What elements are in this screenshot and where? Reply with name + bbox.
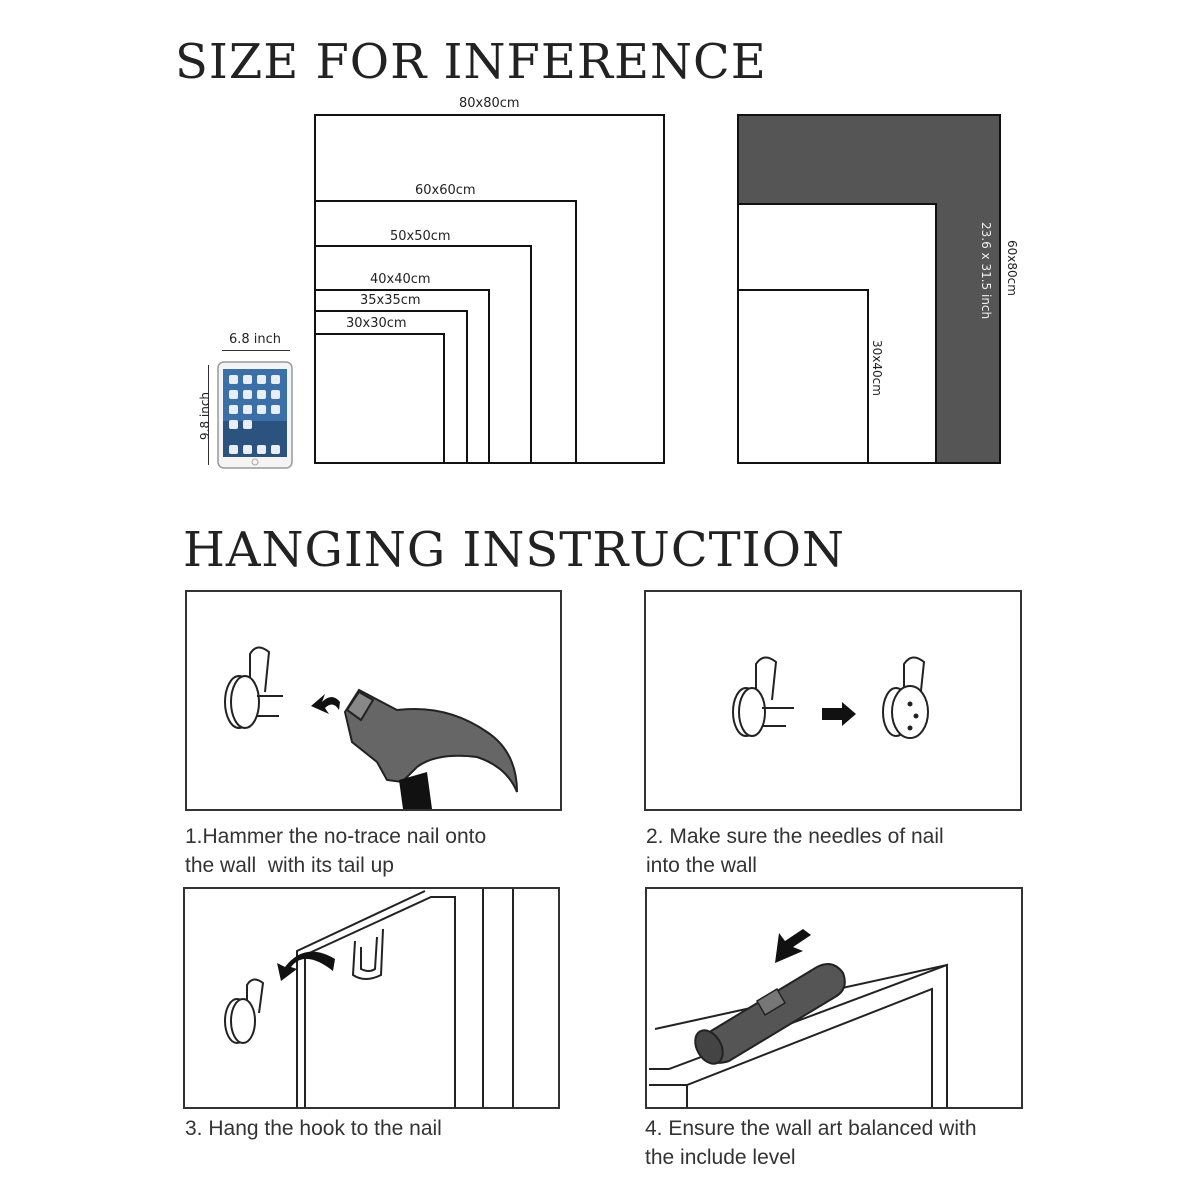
step-2-panel [644,590,1022,811]
tablet-icon [217,361,293,469]
step-2-caption-line1: 2. Make sure the needles of nail [646,822,1066,851]
label-60x60: 60x60cm [415,183,476,198]
squares-baseline [314,462,665,464]
label-40x40: 40x40cm [370,272,431,287]
label-60x80cm: 60x80cm [1005,240,1019,296]
label-30x30: 30x30cm [346,316,407,331]
step-4-caption: 4. Ensure the wall art balanced with the… [645,1114,1065,1172]
level-icon [647,889,1021,1107]
step-3-panel [183,887,560,1109]
label-23-6x31-5-inch: 23.6 x 31.5 inch [979,222,993,319]
step-1-caption: 1.Hammer the no-trace nail onto the wall… [185,822,605,880]
step-4-panel [645,887,1023,1109]
square-30x30 [314,333,445,464]
step-3-caption: 3. Hang the hook to the nail [185,1114,605,1143]
step-2-caption: 2. Make sure the needles of nail into th… [646,822,1066,880]
step-1-caption-line1: 1.Hammer the no-trace nail onto [185,822,605,851]
hammer-icon [187,592,560,809]
label-35x35: 35x35cm [360,293,421,308]
step-4-caption-line1: 4. Ensure the wall art balanced with [645,1114,1065,1143]
step-1-caption-line2: the wall with its tail up [185,851,605,880]
frame-icon [185,889,558,1107]
size-section-title: SIZE FOR INFERENCE [175,34,767,90]
tablet-width-dimension-line [222,350,290,351]
label-80x80: 80x80cm [459,96,520,111]
rect-30x40 [737,289,869,464]
step-1-panel [185,590,562,811]
label-30x40cm: 30x40cm [870,340,884,396]
hook-icon [646,592,1020,809]
rect-baseline [737,462,1001,464]
step-3-caption-line1: 3. Hang the hook to the nail [185,1114,605,1143]
hanging-section-title: HANGING INSTRUCTION [183,522,845,578]
label-50x50: 50x50cm [390,229,451,244]
tablet-width-label: 6.8 inch [229,332,281,347]
tablet-height-label: 9.8 inch [198,392,212,440]
step-2-caption-line2: into the wall [646,851,1066,880]
step-4-caption-line2: the include level [645,1143,1065,1172]
